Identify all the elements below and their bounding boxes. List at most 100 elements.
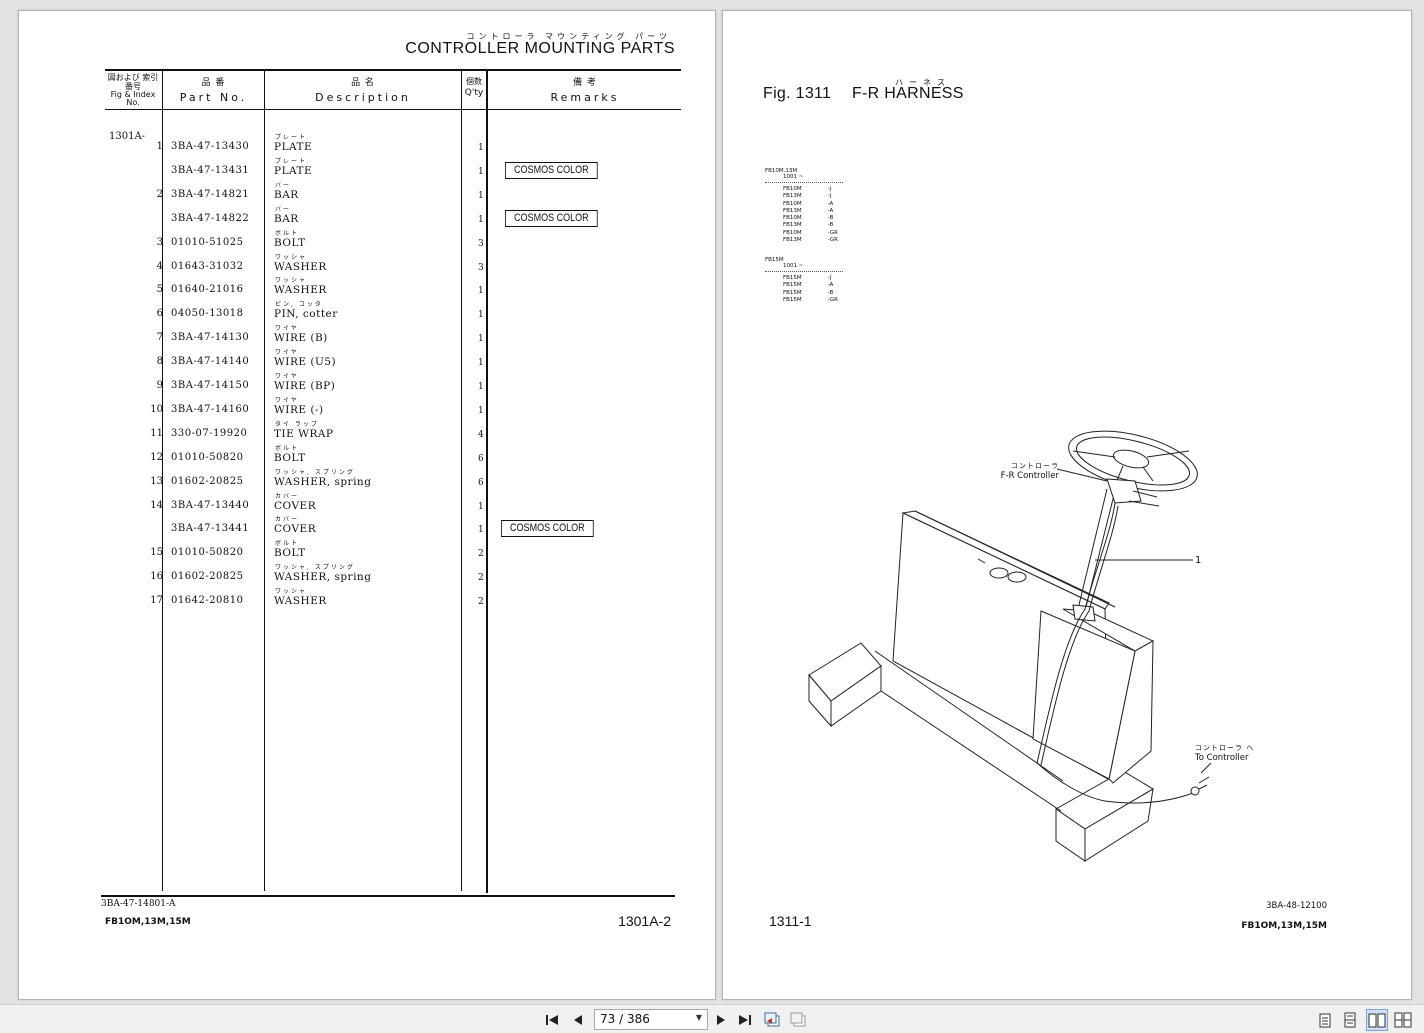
- description: WIRE (U5): [274, 356, 337, 369]
- applicability-line: FB13M-J: [783, 193, 843, 200]
- header-fig-index: 図および 索引番号 Fig & Index No.: [107, 73, 159, 107]
- part-number: 3BA-47-14160: [171, 403, 250, 415]
- applicability-line: FB13M-A: [783, 208, 843, 215]
- part-number: 01640-21016: [171, 284, 244, 296]
- description: BOLT: [274, 451, 306, 464]
- index-number: 11: [150, 427, 163, 439]
- model-suffix: -A: [827, 282, 834, 289]
- harness-diagram: [808, 430, 1212, 862]
- page-title: CONTROLLER MOUNTING PARTS: [405, 40, 675, 57]
- previous-page-icon[interactable]: [567, 1009, 589, 1031]
- part-number: 3BA-47-13430: [171, 141, 250, 152]
- single-page-icon[interactable]: [1314, 1009, 1336, 1031]
- model-code: FB13M: [783, 193, 802, 200]
- footer-code: 3BA-47-14801-A: [101, 899, 176, 909]
- figure-number: Fig. 1311: [763, 85, 832, 102]
- continuous-facing-icon[interactable]: [1392, 1009, 1414, 1031]
- applicability-line: FB15M-J: [783, 275, 843, 282]
- applicability-serial: 1001 ~: [783, 174, 804, 180]
- part-number: 01642-20810: [171, 595, 244, 607]
- description-jp: カバー: [275, 492, 300, 500]
- index-number: 9: [156, 380, 163, 391]
- model-suffix: -A: [827, 200, 834, 207]
- description: WASHER: [274, 284, 327, 297]
- applicability-head: FB10M,13M: [765, 168, 798, 174]
- footer-code: 3BA-48-12100: [1266, 901, 1327, 911]
- description-jp: ワッシャ: [275, 277, 308, 285]
- model-code: FB10M: [783, 215, 802, 222]
- page-number-input[interactable]: 73 / 386 ▼: [594, 1009, 708, 1030]
- document-viewport[interactable]: コントローラ マウンティング パーツ CONTROLLER MOUNTING P…: [0, 0, 1424, 1004]
- part-number: 3BA-47-14150: [171, 380, 250, 391]
- model-suffix: -B: [827, 289, 834, 296]
- applicability-line: FB10M -J: [783, 186, 843, 193]
- part-number: 04050-13018: [171, 308, 244, 320]
- description-jp: ボルト: [275, 444, 300, 452]
- model-suffix: -J: [827, 186, 832, 192]
- quantity: 1: [478, 310, 484, 321]
- description: COVER: [274, 499, 317, 512]
- description-jp: ボルト: [275, 229, 300, 237]
- model-suffix: -J: [827, 275, 832, 281]
- part-number: 3BA-47-14821: [171, 188, 250, 200]
- first-page-icon[interactable]: [541, 1009, 563, 1031]
- figure-title-jp: ハーネス: [895, 78, 951, 87]
- index-number: 4: [156, 260, 163, 272]
- next-page-icon[interactable]: [710, 1009, 732, 1031]
- part-number: 01010-51025: [171, 236, 244, 248]
- forward-view-icon[interactable]: [787, 1009, 809, 1031]
- footer-model: FB1OM,13M,15M: [1241, 921, 1327, 931]
- description: BOLT: [274, 236, 306, 249]
- part-number: 3BA-47-13431: [171, 164, 250, 176]
- description: PIN, cotter: [274, 308, 338, 321]
- index-number: 3: [156, 236, 163, 248]
- part-number: 01602-20825: [171, 475, 244, 487]
- quantity: 3: [478, 238, 484, 249]
- description: WASHER: [274, 260, 327, 273]
- description-jp: ピン, コッタ: [275, 301, 323, 309]
- chevron-down-icon[interactable]: ▼: [695, 1013, 702, 1022]
- model-code: FB15M: [783, 282, 802, 289]
- index-number: 14: [150, 499, 163, 511]
- quantity: 1: [478, 286, 484, 297]
- last-page-icon[interactable]: [734, 1009, 756, 1031]
- facing-pages-icon[interactable]: [1366, 1009, 1388, 1031]
- applicability-line: FB10M-GR: [783, 230, 843, 237]
- applicability-serial: 1001 ~: [783, 263, 804, 269]
- applicability-line: FB15M -A: [783, 282, 843, 289]
- footer-model: FB1OM,13M,15M: [105, 917, 191, 927]
- index-number: 17: [150, 595, 163, 607]
- group-label: 1301A-: [109, 131, 146, 142]
- model-code: FB10M: [783, 186, 802, 192]
- header-qty: 個数 Q'ty: [464, 77, 484, 98]
- index-number: 5: [156, 284, 163, 296]
- back-view-icon[interactable]: [761, 1009, 783, 1031]
- description-jp: ワッシャ: [275, 253, 308, 261]
- continuous-page-icon[interactable]: [1339, 1009, 1361, 1031]
- description-jp: ワッシャ, スプリング: [275, 468, 355, 476]
- model-suffix: -B: [827, 222, 834, 229]
- callout-to-controller: コントローラ へ To Controller: [1195, 744, 1255, 763]
- model-code: FB13M: [783, 222, 802, 229]
- header-part-no: 品 番 Part No.: [179, 78, 248, 104]
- index-number: 10: [150, 403, 163, 415]
- description: WIRE (-): [274, 403, 324, 416]
- figure-title: Fig. 1311 F-R HARNESS: [763, 85, 964, 103]
- description: WASHER, spring: [274, 571, 372, 584]
- index-number: 7: [156, 332, 163, 344]
- description-jp: ワイヤ: [275, 349, 299, 357]
- index-number: 1: [156, 141, 163, 152]
- index-number: 12: [150, 451, 163, 463]
